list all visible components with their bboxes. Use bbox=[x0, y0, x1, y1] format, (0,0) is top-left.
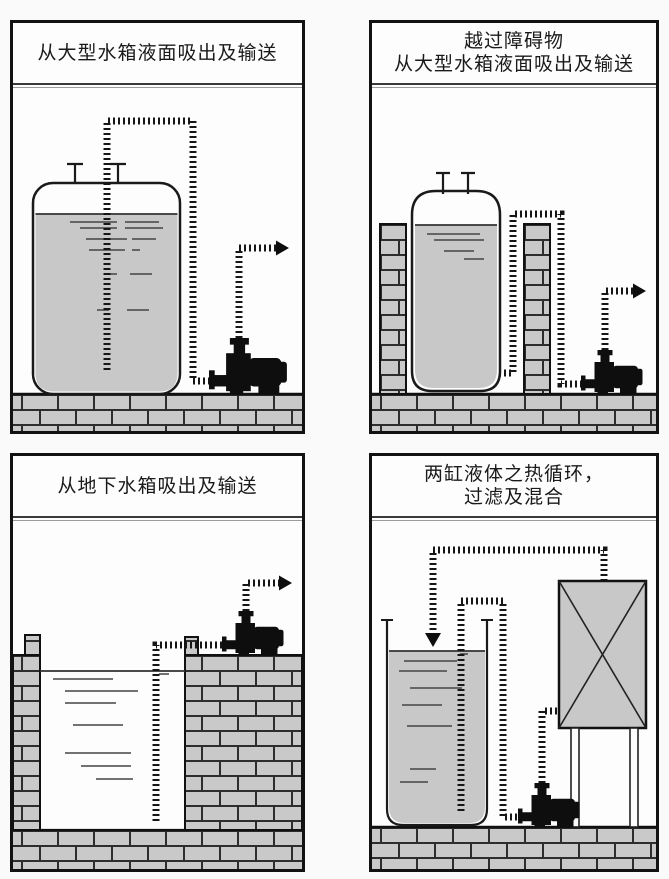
diagram-svg bbox=[372, 171, 656, 431]
discharge-pipe bbox=[601, 287, 633, 350]
liquid-level-marks bbox=[427, 233, 484, 260]
stand-leg-left bbox=[570, 727, 580, 828]
open-tank bbox=[385, 621, 489, 827]
tank-liquid bbox=[35, 214, 178, 392]
panel-title: 越过障碍物 从大型水箱液面吸出及输送 bbox=[372, 23, 656, 83]
flow-arrow-icon bbox=[633, 283, 646, 299]
liquid-level-marks bbox=[399, 653, 468, 783]
panel-over-obstacle: 越过障碍物 从大型水箱液面吸出及输送 bbox=[369, 20, 659, 434]
return-pipe bbox=[429, 546, 608, 633]
panel-title-line: 过滤及混合 bbox=[463, 487, 564, 508]
tank-liquid bbox=[389, 651, 485, 823]
pump-icon bbox=[209, 338, 287, 395]
brick-wall-left bbox=[13, 654, 41, 831]
title-separator bbox=[372, 83, 656, 88]
title-separator bbox=[372, 516, 656, 521]
discharge-pipe bbox=[242, 579, 279, 611]
panel-title: 从大型水箱液面吸出及输送 bbox=[13, 23, 302, 83]
discharge-pipe bbox=[235, 244, 276, 338]
discharge-pipe bbox=[538, 707, 559, 783]
panel-title-line: 两缸液体之热循环， bbox=[423, 464, 604, 485]
diagram-scene bbox=[13, 88, 302, 431]
panel-underground-tank: 从地下水箱吸出及输送 bbox=[10, 453, 305, 872]
panel-title-line: 从大型水箱液面吸出及输送 bbox=[393, 54, 634, 75]
suction-pipe bbox=[499, 210, 581, 388]
panel-title-line: 越过障碍物 bbox=[463, 31, 564, 52]
suction-pipe bbox=[152, 641, 222, 821]
diagram-svg bbox=[13, 117, 302, 431]
pump-icon bbox=[581, 350, 643, 395]
panel-two-tank-circulation: 两缸液体之热循环， 过滤及混合 bbox=[369, 453, 659, 872]
panel-title-line: 从大型水箱液面吸出及输送 bbox=[37, 42, 278, 64]
diagram-svg bbox=[372, 546, 656, 869]
brick-floor bbox=[372, 394, 656, 431]
flow-arrow-icon bbox=[276, 240, 289, 256]
suction-pipe bbox=[457, 597, 518, 821]
panel-title: 两缸液体之热循环， 过滤及混合 bbox=[372, 456, 656, 516]
flow-arrow-icon bbox=[279, 575, 292, 591]
title-separator bbox=[13, 516, 302, 521]
panel-title-line: 从地下水箱吸出及输送 bbox=[57, 475, 258, 497]
down-arrow-icon bbox=[425, 633, 441, 647]
diagram-svg bbox=[13, 575, 302, 869]
tank-nozzles bbox=[67, 162, 126, 184]
diagram-scene bbox=[372, 88, 656, 431]
panel-suction-from-large-tank: 从大型水箱液面吸出及输送 bbox=[10, 20, 305, 434]
brick-pit-floor bbox=[13, 830, 302, 869]
brick-column-left bbox=[379, 223, 407, 395]
stand-leg-right bbox=[629, 727, 639, 828]
diagram-scene bbox=[13, 521, 302, 869]
panel-title: 从地下水箱吸出及输送 bbox=[13, 456, 302, 516]
title-separator bbox=[13, 83, 302, 88]
suction-pipe bbox=[103, 117, 209, 385]
brick-wall-left-step bbox=[24, 634, 41, 656]
brick-obstacle bbox=[523, 223, 551, 395]
tank-nozzles bbox=[436, 171, 475, 194]
heat-exchanger-cross bbox=[558, 580, 647, 729]
pump-icon bbox=[222, 611, 284, 656]
water-level-marks bbox=[53, 673, 169, 780]
diagram-scene bbox=[372, 521, 656, 869]
brick-floor bbox=[13, 394, 302, 431]
brick-ledge-right bbox=[184, 654, 302, 831]
brick-floor bbox=[372, 827, 656, 869]
tank-liquid bbox=[415, 225, 497, 388]
